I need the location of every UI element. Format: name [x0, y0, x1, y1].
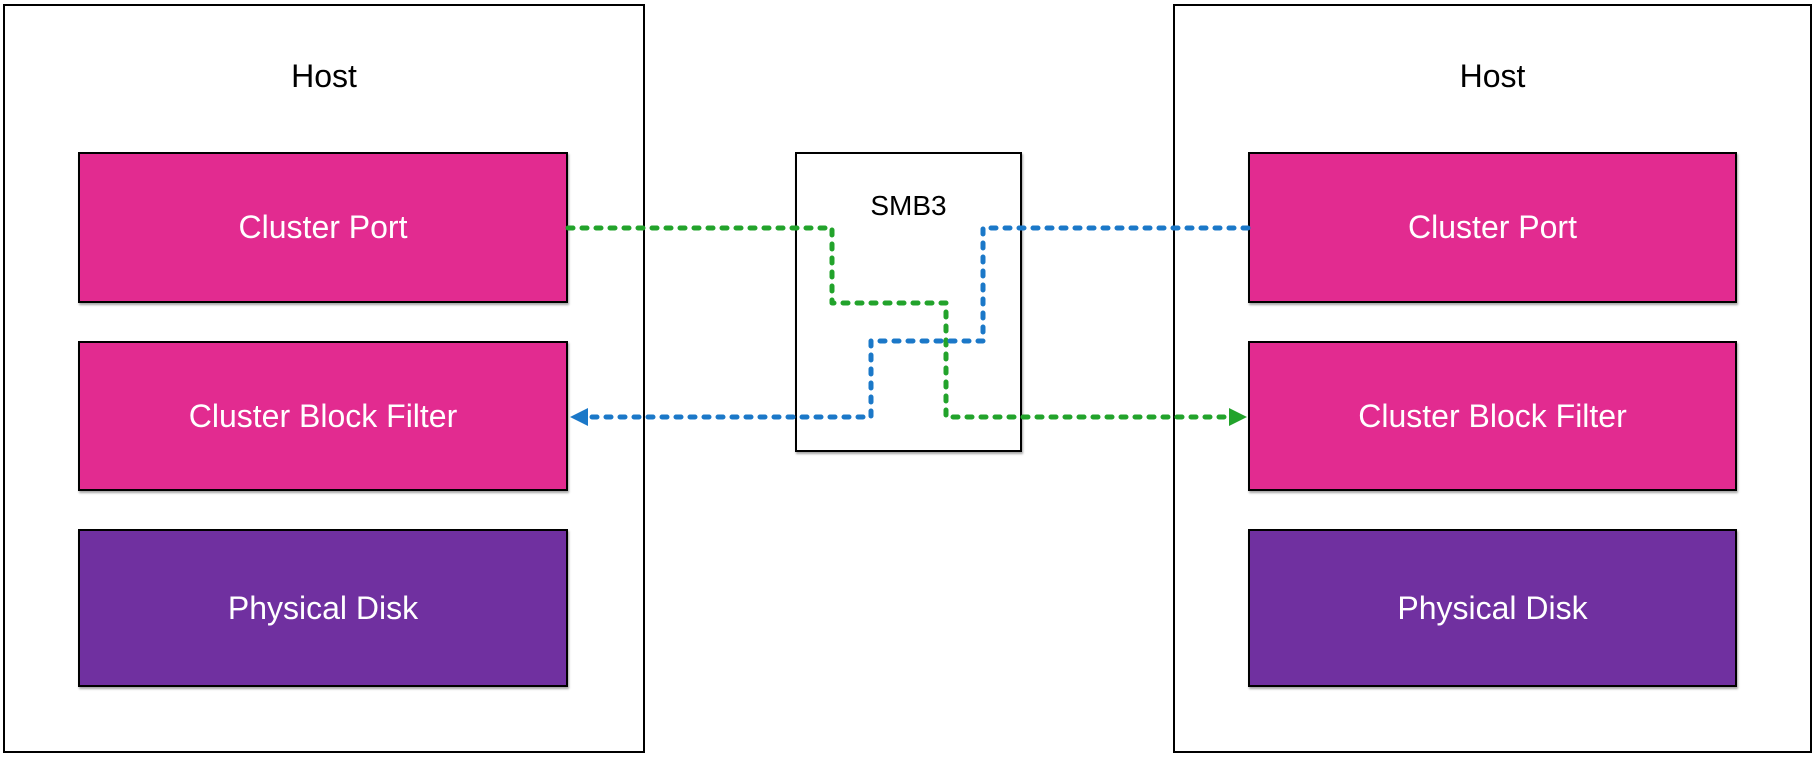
right-cluster-port-box: Cluster Port — [1248, 152, 1737, 303]
left-physical-disk-label: Physical Disk — [227, 589, 419, 626]
left-physical-disk-box: Physical Disk — [78, 529, 568, 687]
left-cluster-block-filter-label: Cluster Block Filter — [188, 397, 458, 434]
host-label-left: Host — [291, 58, 357, 94]
left-cluster-block-filter-box: Cluster Block Filter — [78, 341, 568, 491]
left-cluster-port-label: Cluster Port — [238, 209, 408, 245]
right-cluster-block-filter-box: Cluster Block Filter — [1248, 341, 1737, 491]
right-cluster-block-filter-label: Cluster Block Filter — [1358, 397, 1627, 434]
smb3-box: SMB3 — [795, 152, 1022, 452]
right-physical-disk-label: Physical Disk — [1397, 589, 1588, 626]
left-cluster-port-box: Cluster Port — [78, 152, 568, 303]
right-physical-disk-box: Physical Disk — [1248, 529, 1737, 687]
right-cluster-port-label: Cluster Port — [1408, 209, 1577, 245]
host-label-right: Host — [1459, 58, 1526, 94]
smb3-label: SMB3 — [870, 190, 947, 221]
